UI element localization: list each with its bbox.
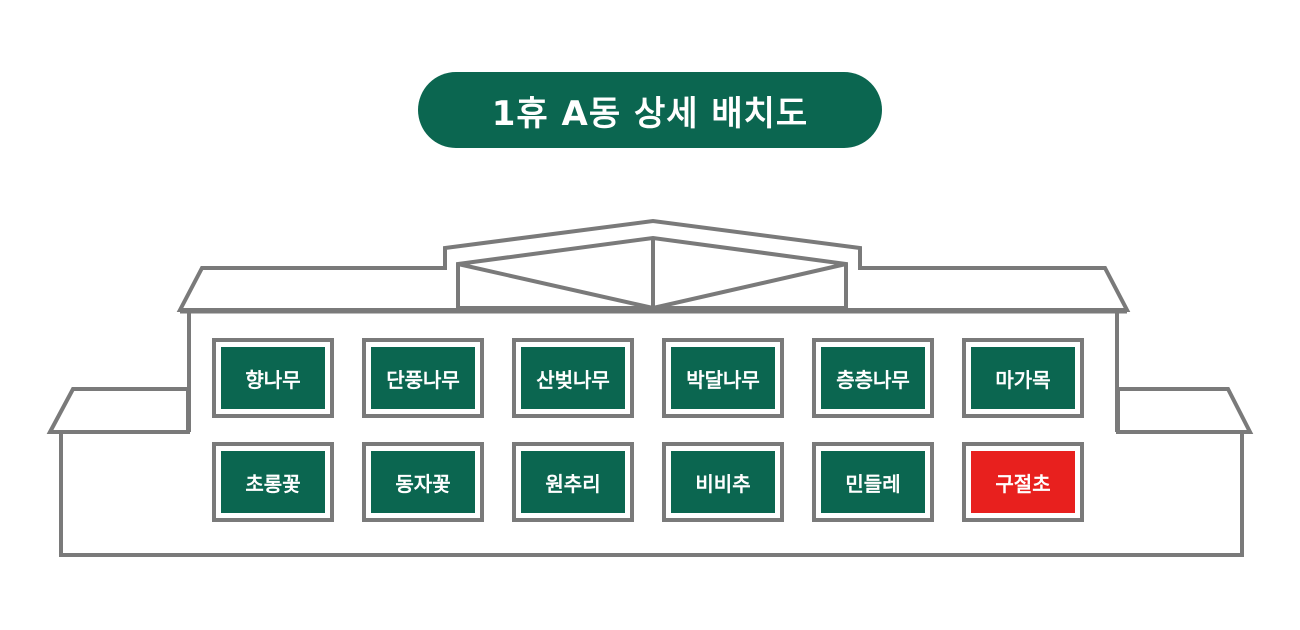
room-sanbeotnamu[interactable]: 산벚나무 <box>512 338 634 418</box>
room-dongjakkot[interactable]: 동자꽃 <box>362 442 484 522</box>
room-label: 마가목 <box>971 347 1075 409</box>
room-hyangnamu[interactable]: 향나무 <box>212 338 334 418</box>
room-label: 동자꽃 <box>371 451 475 513</box>
room-gujeolcho-highlighted[interactable]: 구절초 <box>962 442 1084 522</box>
room-bibichu[interactable]: 비비추 <box>662 442 784 522</box>
room-wonchuri[interactable]: 원추리 <box>512 442 634 522</box>
room-danpungnamu[interactable]: 단풍나무 <box>362 338 484 418</box>
room-bakdalnamu[interactable]: 박달나무 <box>662 338 784 418</box>
room-label: 박달나무 <box>671 347 775 409</box>
room-label: 향나무 <box>221 347 325 409</box>
room-label: 산벚나무 <box>521 347 625 409</box>
room-label: 비비추 <box>671 451 775 513</box>
room-label: 단풍나무 <box>371 347 475 409</box>
room-label: 층층나무 <box>821 347 925 409</box>
page-title: 1휴 A동 상세 배치도 <box>418 72 882 148</box>
room-label: 원추리 <box>521 451 625 513</box>
room-chorongkkot[interactable]: 초롱꽃 <box>212 442 334 522</box>
room-label: 초롱꽃 <box>221 451 325 513</box>
room-label: 민들레 <box>821 451 925 513</box>
room-mindeulle[interactable]: 민들레 <box>812 442 934 522</box>
room-label: 구절초 <box>971 451 1075 513</box>
room-cheungcheungnamu[interactable]: 층층나무 <box>812 338 934 418</box>
room-magamok[interactable]: 마가목 <box>962 338 1084 418</box>
